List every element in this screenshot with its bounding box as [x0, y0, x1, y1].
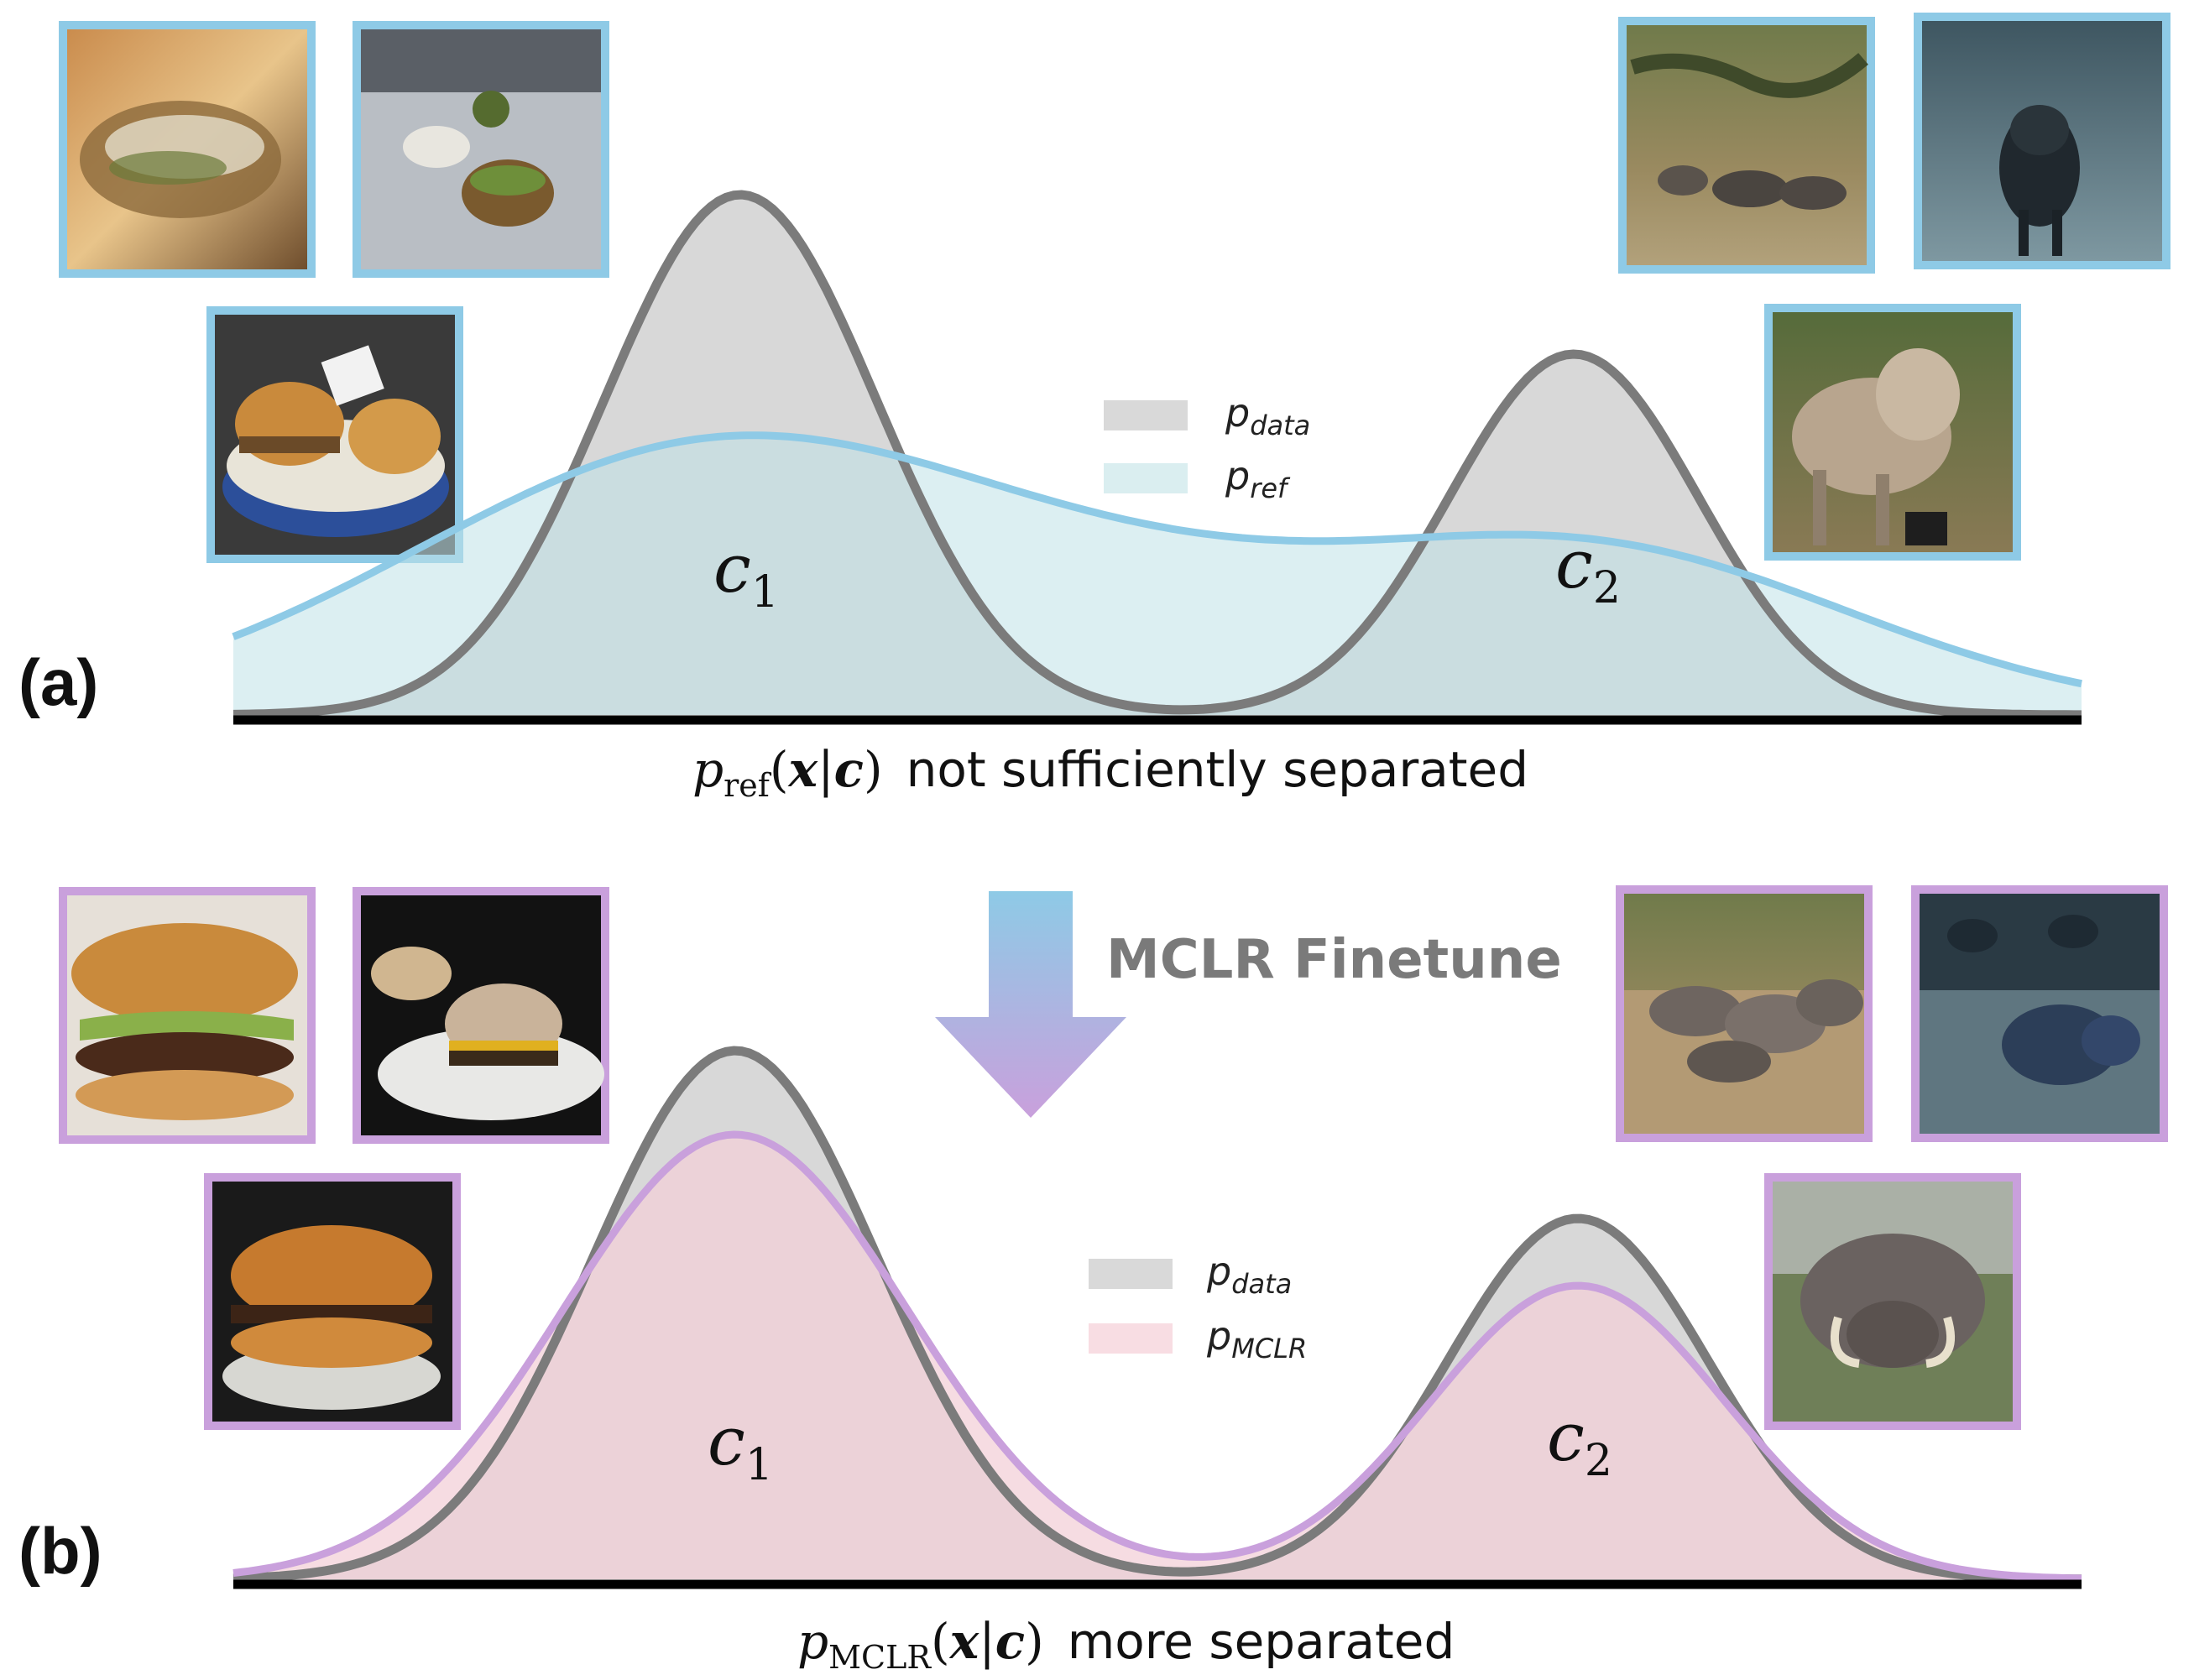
- legend-swatch-ref: [1104, 463, 1188, 493]
- legend: pdata pref: [1104, 390, 1310, 504]
- cluster-label-c1: c1: [713, 530, 779, 618]
- cluster-label-c1: c1: [708, 1402, 773, 1490]
- thumbnail-burger-plate: [353, 21, 609, 278]
- cluster-label-c2: c2: [1555, 525, 1621, 613]
- caption: pref(x|c)not sufficiently separated: [692, 741, 1528, 804]
- thumbnail-warthogs-grass: [1618, 17, 1875, 274]
- panel-label: (a): [18, 645, 98, 719]
- thumbnail-warthog-ground: [1914, 13, 2170, 269]
- thumbnail-warthog-tusks: [1764, 1173, 2021, 1430]
- thumbnail-cheeseburger: [59, 887, 316, 1144]
- thumbnail-burgers-on-plate: [353, 887, 609, 1144]
- legend-swatch-data: [1104, 400, 1188, 430]
- thumbnail-hamburger: [204, 1173, 461, 1430]
- thumbnail-sandwich: [59, 21, 316, 278]
- thumbnail-warthogs-dark-ground: [1911, 885, 2168, 1142]
- down-arrow-icon: [935, 891, 1126, 1118]
- legend-swatch-mclr: [1089, 1323, 1173, 1354]
- mclr-density-curve: [232, 1130, 2082, 1583]
- panel-a: (a): [18, 13, 2170, 804]
- caption: pMCLR(x|c)more separated: [797, 1613, 1455, 1676]
- legend: pdata pMCLR: [1089, 1249, 1307, 1364]
- legend-swatch-data: [1089, 1259, 1173, 1289]
- thumbnail-burger-meal: [206, 306, 463, 563]
- legend-label-mclr: pMCLR: [1206, 1313, 1307, 1364]
- finetune-arrow: MCLR Finetune: [935, 891, 1562, 1118]
- panel-label: (b): [18, 1514, 102, 1588]
- ref-density-curve: [232, 431, 2082, 688]
- legend-label-data: pdata: [1225, 390, 1310, 441]
- legend-label-ref: pref: [1225, 453, 1291, 504]
- panel-b: (b): [18, 885, 2168, 1676]
- data-density-curve: [232, 190, 2082, 720]
- cluster-label-c2: c2: [1547, 1398, 1612, 1486]
- ref-density-fill: [233, 435, 2082, 715]
- thumbnail-warthog-closeup: [1764, 304, 2021, 561]
- mclr-density-fill: [233, 1135, 2082, 1579]
- legend-label-data: pdata: [1206, 1249, 1292, 1300]
- thumbnail-warthog-herd: [1616, 885, 1873, 1142]
- arrow-label: MCLR Finetune: [1106, 929, 1562, 991]
